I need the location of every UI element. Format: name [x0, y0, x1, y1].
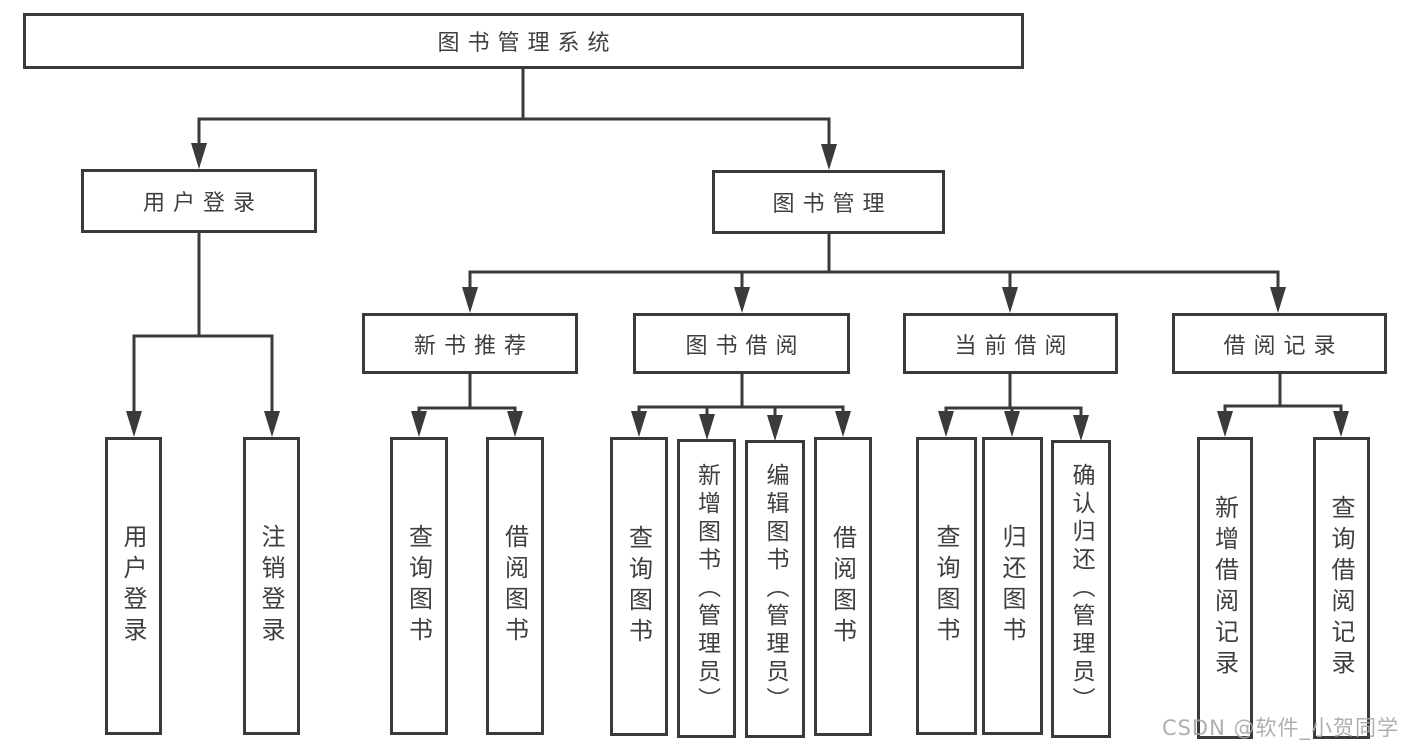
leaf-logout: 注销登录: [243, 437, 300, 735]
node-label: 确认归还（管理员）: [1068, 463, 1094, 715]
node-label: 用户登录: [119, 524, 147, 648]
connector-root-to-level2: [197, 66, 831, 150]
node-label: 新增图书（管理员）: [693, 462, 720, 715]
arrowhead: [462, 287, 478, 313]
watermark: CSDN @软件_小贺同学: [1161, 716, 1399, 740]
node-label: 借阅图书: [828, 524, 857, 649]
leaf-query-borrow-record: 查询借阅记录: [1313, 437, 1370, 739]
arrowhead: [1073, 415, 1089, 441]
leaf-query-books-borrow: 查询图书: [610, 437, 668, 736]
arrowhead: [264, 411, 280, 437]
node-label: 查询借阅记录: [1327, 495, 1355, 681]
leaf-add-books-admin: 新增图书（管理员）: [677, 439, 736, 738]
connector-borrow-records-children: [1223, 372, 1343, 418]
leaf-query-books-recommend: 查询图书: [390, 437, 448, 735]
connector-book-borrow-children: [637, 372, 845, 421]
node-label: 图书借阅: [685, 333, 806, 359]
arrowhead: [411, 411, 427, 437]
node-borrow-records: 借阅记录: [1172, 313, 1387, 374]
arrowhead: [734, 287, 750, 313]
leaf-user-login: 用户登录: [105, 437, 162, 735]
arrowhead: [1270, 287, 1286, 313]
leaf-edit-books-admin: 编辑图书（管理员）: [745, 440, 805, 738]
node-label: 当前借阅: [954, 333, 1075, 359]
node-book-borrow: 图书借阅: [633, 313, 850, 374]
arrowhead: [507, 411, 523, 437]
arrowhead: [699, 414, 715, 440]
connector-new-book-children: [417, 372, 517, 418]
arrowhead: [191, 143, 207, 169]
node-label: 借阅记录: [1223, 333, 1344, 359]
node-label: 查询图书: [404, 524, 433, 648]
leaf-add-borrow-record: 新增借阅记录: [1197, 437, 1253, 739]
node-label: 注销登录: [257, 524, 285, 648]
leaf-confirm-return-admin: 确认归还（管理员）: [1051, 440, 1111, 738]
connector-book-management-children: [468, 232, 1280, 294]
leaf-borrow-books: 借阅图书: [814, 437, 872, 736]
arrowhead: [1333, 411, 1349, 437]
node-label: 新增借阅记录: [1210, 495, 1239, 681]
arrowhead: [1002, 287, 1018, 313]
leaf-return-books: 归还图书: [982, 437, 1043, 735]
node-user-login: 用户登录: [81, 169, 317, 233]
arrowhead: [767, 415, 783, 441]
node-label: 编辑图书（管理员）: [762, 463, 788, 715]
node-library-management-system: 图书管理系统: [23, 13, 1024, 69]
arrowhead: [835, 411, 851, 437]
node-book-management: 图书管理: [712, 170, 945, 234]
node-label: 图书管理: [772, 192, 893, 217]
leaf-borrow-books-recommend: 借阅图书: [486, 437, 544, 735]
node-label: 查询图书: [932, 524, 960, 648]
arrowhead: [1004, 411, 1020, 437]
leaf-query-books-current: 查询图书: [916, 437, 977, 735]
connector-user-login-children: [132, 231, 274, 416]
node-label: 图书管理系统: [437, 31, 618, 56]
node-label: 新书推荐: [413, 333, 534, 359]
node-current-borrow: 当前借阅: [903, 313, 1118, 374]
arrowhead: [821, 144, 837, 170]
node-label: 用户登录: [142, 191, 263, 216]
node-new-book-recommend: 新书推荐: [362, 313, 578, 374]
node-label: 借阅图书: [500, 524, 529, 648]
arrowhead: [126, 411, 142, 437]
arrowhead: [938, 411, 954, 437]
arrowhead: [631, 411, 647, 437]
node-label: 查询图书: [624, 524, 653, 649]
node-label: 归还图书: [998, 524, 1026, 648]
arrowhead: [1217, 411, 1233, 437]
